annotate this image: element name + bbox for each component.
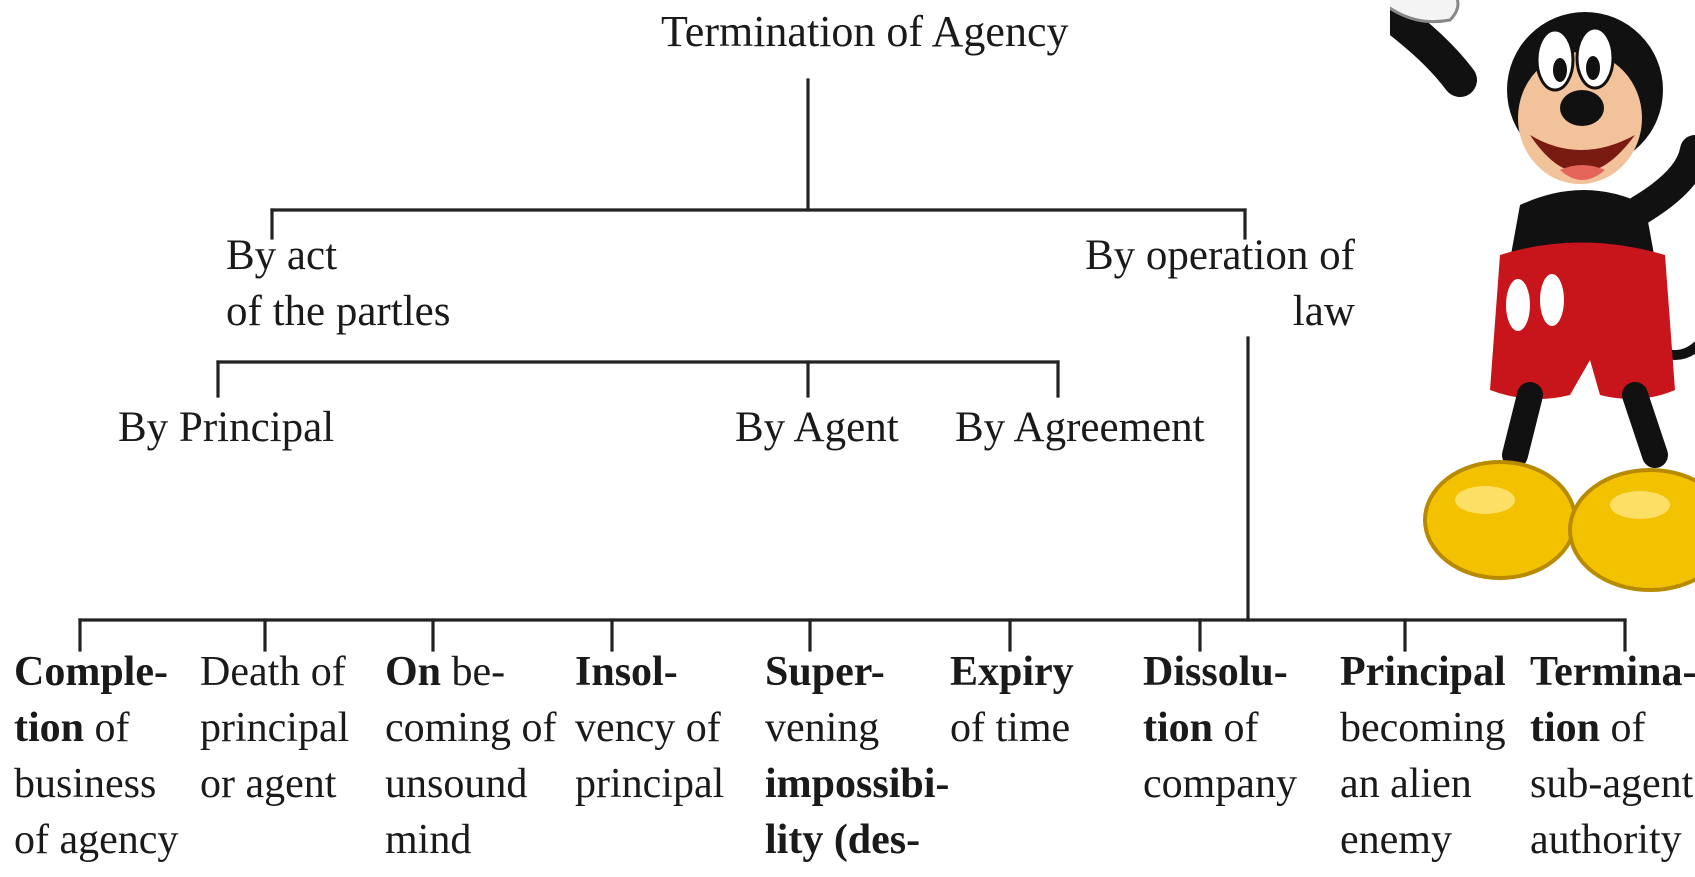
leaf-text: of time — [950, 705, 1071, 751]
leaf-bold-text: Insol- — [575, 649, 678, 695]
leaf-bold-text: Super- — [765, 649, 885, 695]
leaf-line: enemy — [1340, 812, 1506, 868]
leaf-text: of — [84, 705, 130, 751]
leaf-text: principal — [200, 705, 350, 751]
leaf-text: principal — [575, 761, 725, 807]
leaf-line: authority — [1530, 812, 1695, 868]
leaf-line: of agency — [14, 812, 178, 868]
leaf-bold-text: Comple- — [14, 649, 168, 695]
leaf-bold-text: tion — [14, 705, 85, 751]
node-by-operation-of-law: By operation of law — [1085, 228, 1355, 340]
leaf-text: of agency — [14, 817, 179, 863]
leaf-line: coming of — [385, 700, 556, 756]
leaf-line: or agent — [200, 756, 349, 812]
leaf-text: becoming — [1340, 705, 1506, 751]
leaf-node-3: On be-coming of unsound mind — [385, 644, 556, 868]
node-line: law — [1292, 288, 1355, 335]
leaf-line: tion of — [14, 700, 178, 756]
leaf-text: of — [1600, 705, 1646, 751]
leaf-line: vening — [765, 700, 949, 756]
leaf-line: principal — [575, 756, 724, 812]
leaf-text: an alien — [1340, 761, 1472, 807]
leaf-line: principal — [200, 700, 349, 756]
leaf-line: unsound — [385, 756, 556, 812]
leaf-line: On be- — [385, 644, 556, 700]
leaf-bold-text: On — [385, 649, 442, 695]
node-by-principal: By Principal — [118, 404, 335, 451]
leaf-line: Dissolu- — [1143, 644, 1297, 700]
leaf-text: Death of — [200, 649, 346, 695]
leaf-line: Termina- — [1530, 644, 1695, 700]
leaf-line: company — [1143, 756, 1297, 812]
leaf-bold-text: lity (des- — [765, 817, 921, 863]
leaf-text: coming of — [385, 705, 557, 751]
root-node: Termination of Agency — [661, 7, 1069, 56]
leaf-node-2: Death of principal or agent — [200, 644, 349, 812]
leaf-line: becoming — [1340, 700, 1506, 756]
leaf-bold-text: Principal — [1340, 649, 1506, 695]
node-line: By act — [226, 232, 338, 279]
leaf-line: sub-agent — [1530, 756, 1695, 812]
leaf-bold-text: Dissolu- — [1143, 649, 1288, 695]
leaf-line: Insol- — [575, 644, 724, 700]
leaf-node-5: Super-vening impossibi-lity (des- — [765, 644, 949, 868]
mickey-mouse-image — [1390, 0, 1695, 592]
leaf-line: impossibi- — [765, 756, 949, 812]
leaf-line: tion of — [1530, 700, 1695, 756]
leaf-line: Death of — [200, 644, 349, 700]
leaf-line: Expiry — [950, 644, 1074, 700]
node-line: of the partles — [226, 288, 451, 335]
leaf-line: mind — [385, 812, 556, 868]
leaf-line: of time — [950, 700, 1074, 756]
leaf-line: Super- — [765, 644, 949, 700]
leaf-text: mind — [385, 817, 472, 863]
leaf-bold-text: tion — [1143, 705, 1214, 751]
leaf-line: lity (des- — [765, 812, 949, 868]
leaf-text: company — [1143, 761, 1297, 807]
leaf-text: unsound — [385, 761, 528, 807]
leaf-bold-text: tion — [1530, 705, 1601, 751]
leaf-line: Comple- — [14, 644, 178, 700]
leaf-text: vening — [765, 705, 880, 751]
leaf-text: business — [14, 761, 157, 807]
leaf-line: business — [14, 756, 178, 812]
leaf-line: Principal — [1340, 644, 1506, 700]
node-by-agent: By Agent — [735, 404, 899, 451]
leaf-node-6: Expiry of time — [950, 644, 1074, 756]
leaf-node-1: Comple-tion of business of agency — [14, 644, 178, 868]
leaf-text: be- — [441, 649, 506, 695]
leaf-node-4: Insol-vency of principal — [575, 644, 724, 812]
leaf-text: or agent — [200, 761, 337, 807]
leaf-bold-text: impossibi- — [765, 761, 950, 807]
leaf-bold-text: Termina- — [1530, 649, 1695, 695]
leaf-text: enemy — [1340, 817, 1452, 863]
node-line: By operation of — [1085, 232, 1355, 279]
leaf-text: authority — [1530, 817, 1682, 863]
leaf-node-7: Dissolu-tion of company — [1143, 644, 1297, 812]
node-by-agreement: By Agreement — [955, 404, 1205, 451]
leaf-bold-text: Expiry — [950, 649, 1074, 695]
leaf-node-8: Principal becoming an alien enemy — [1340, 644, 1506, 868]
node-by-act-of-parties: By act of the partles — [226, 228, 450, 340]
leaf-text: vency of — [575, 705, 721, 751]
leaf-text: of — [1213, 705, 1259, 751]
leaf-text: sub-agent — [1530, 761, 1694, 807]
leaf-line: vency of — [575, 700, 724, 756]
leaf-line: tion of — [1143, 700, 1297, 756]
leaf-node-9: Termina-tion of sub-agent authority — [1530, 644, 1695, 868]
leaf-line: an alien — [1340, 756, 1506, 812]
